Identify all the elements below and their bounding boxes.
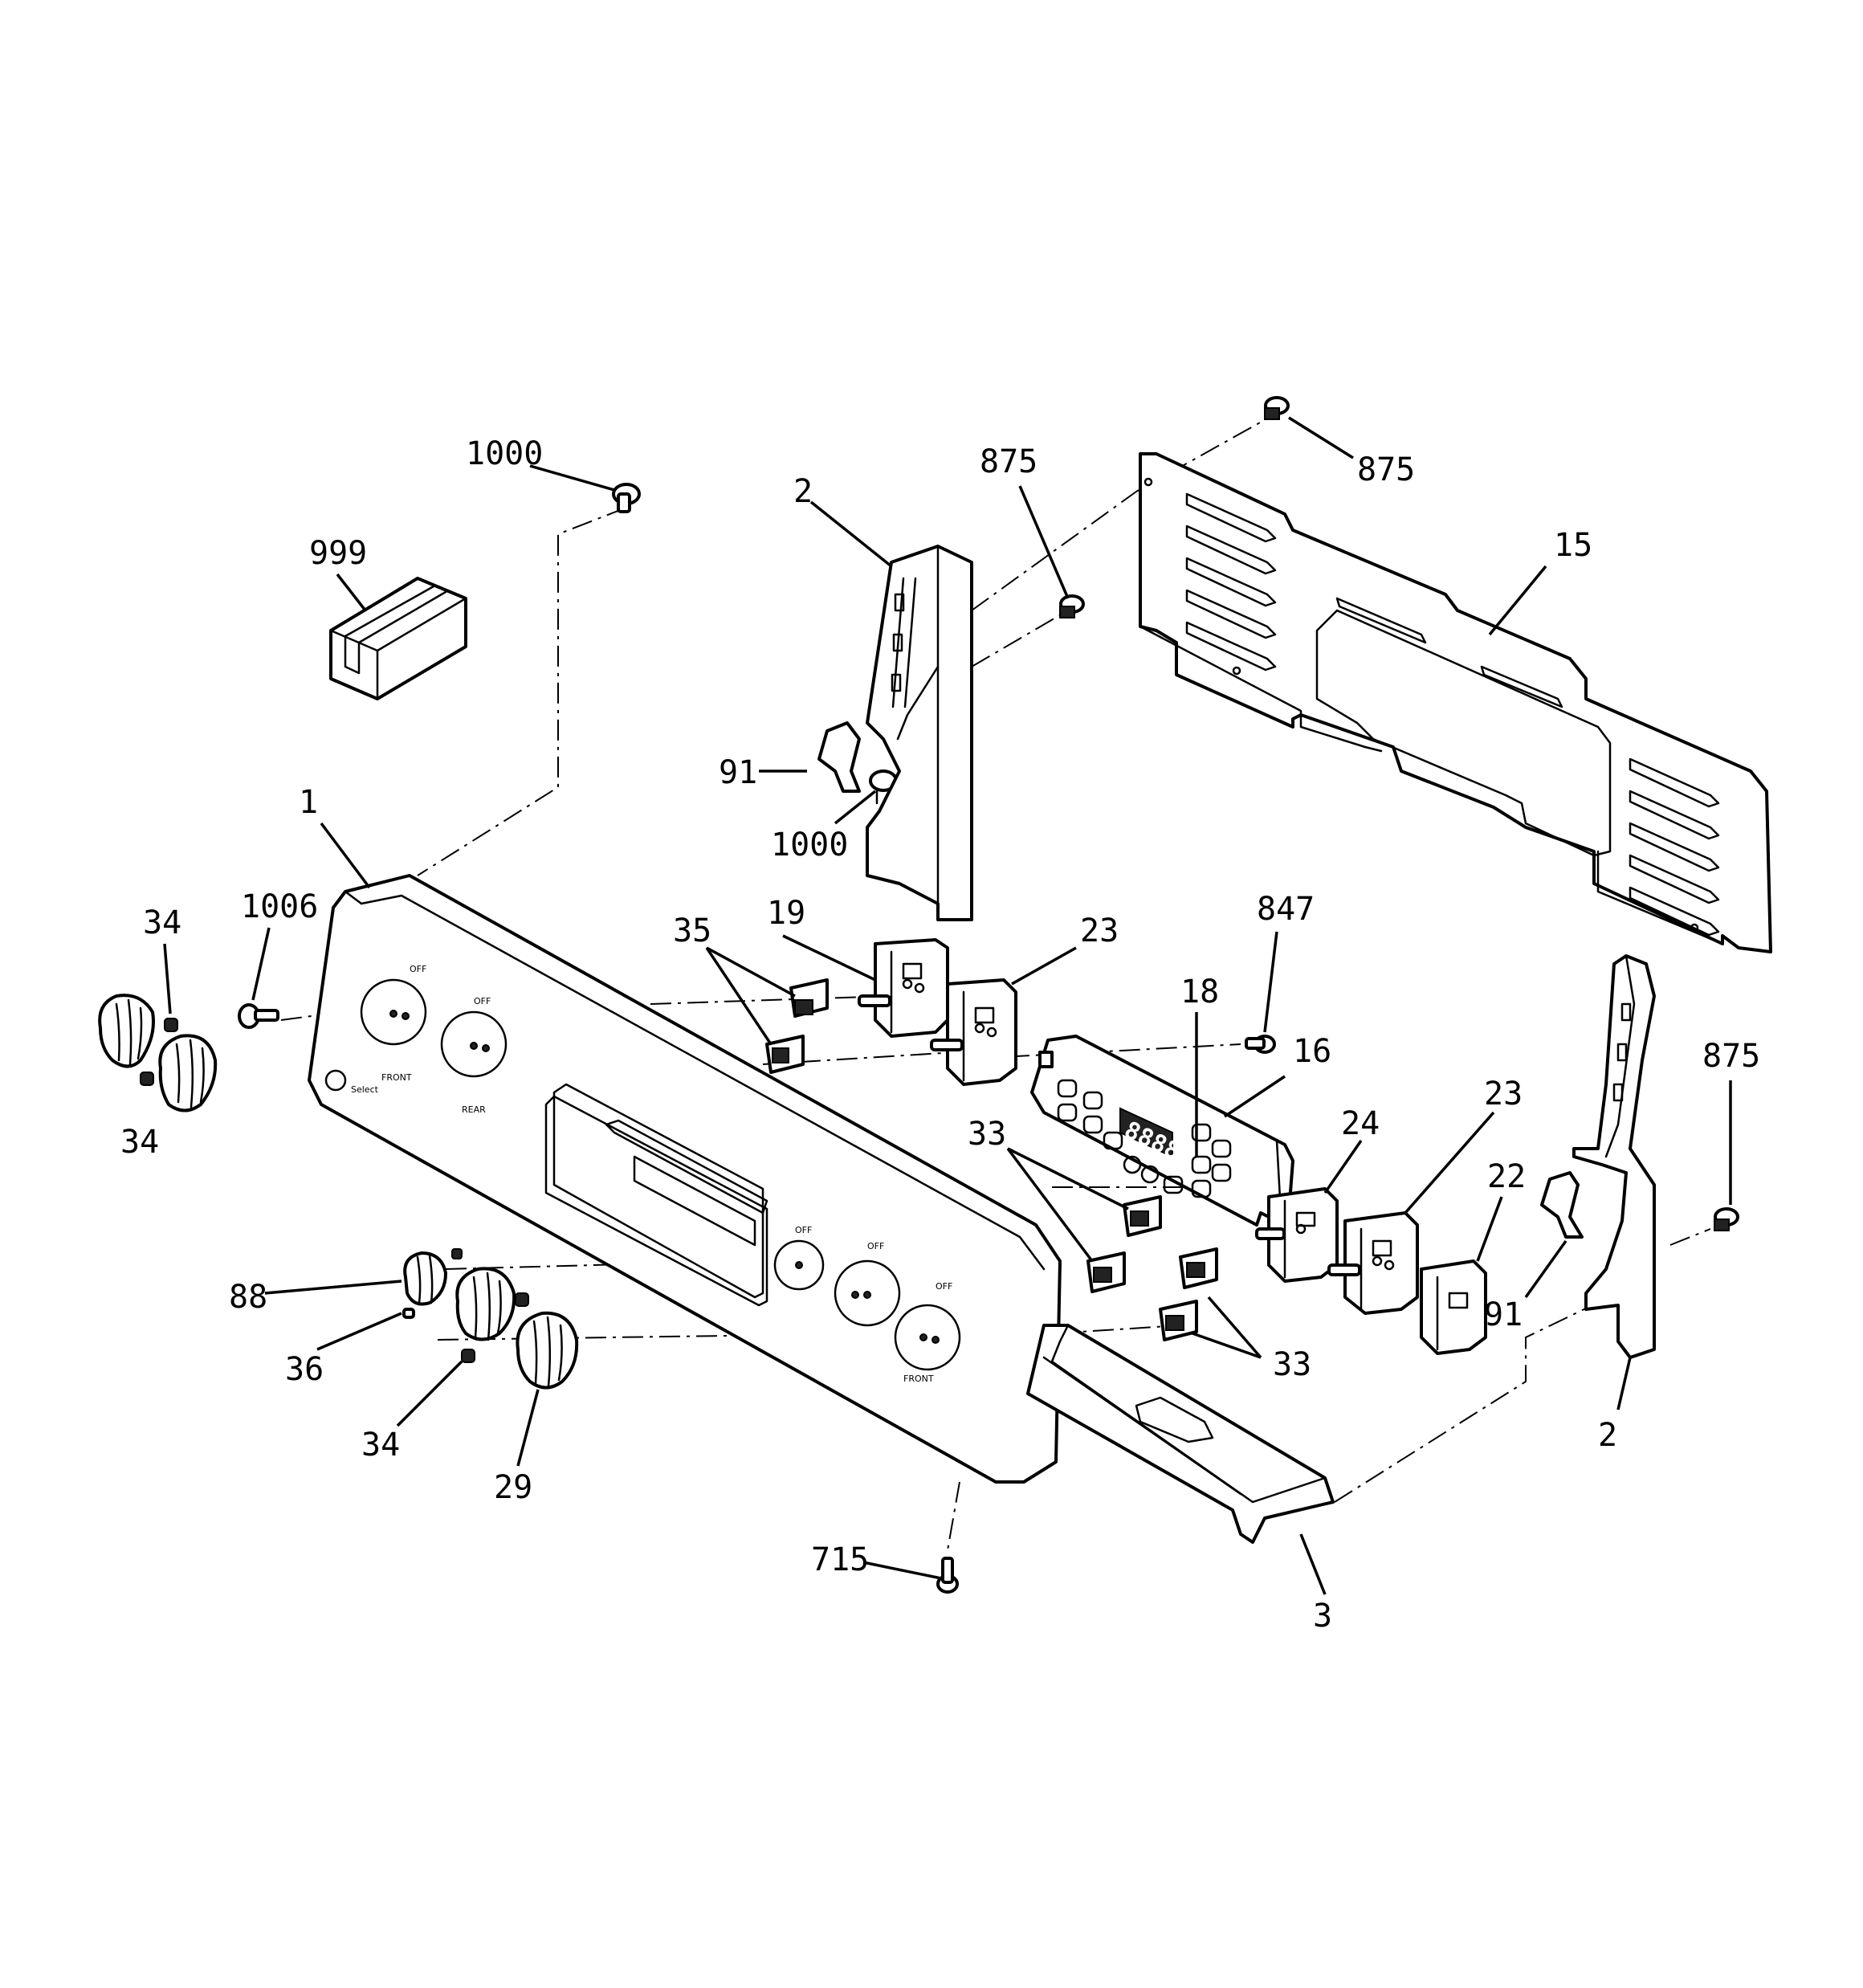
callout-875-a: 875 — [980, 443, 1037, 480]
dial-markings-right: OFF OFF OFF FRONT — [773, 1225, 961, 1384]
svg-text:OFF: OFF — [795, 1225, 812, 1235]
switch-35-a — [789, 978, 829, 1018]
callout-875-b: 875 — [1357, 451, 1415, 488]
knob-29 — [516, 1311, 579, 1390]
knob-insert-34-d — [461, 1349, 475, 1363]
back-panel-15 — [1139, 452, 1772, 953]
knob-34-lower-center — [455, 1267, 516, 1341]
switch-22 — [1420, 1259, 1487, 1355]
callout-36: 36 — [285, 1351, 324, 1388]
switch-33-b — [1086, 1251, 1126, 1293]
accessory-box-999 — [329, 577, 467, 700]
callout-1000-top: 1000 — [466, 435, 543, 472]
callout-1000-side: 1000 — [771, 827, 848, 863]
svg-text:Select: Select — [351, 1084, 379, 1095]
callout-1006: 1006 — [241, 888, 318, 925]
callout-91-left: 91 — [719, 754, 757, 791]
callout-2-top: 2 — [793, 473, 813, 510]
callout-3: 3 — [1313, 1598, 1332, 1635]
callout-22: 22 — [1487, 1158, 1526, 1195]
screw-875-a — [1059, 594, 1085, 618]
end-cap-2-left — [866, 545, 973, 921]
callout-34-lower-left: 34 — [120, 1124, 159, 1161]
callout-875-c: 875 — [1702, 1038, 1760, 1075]
svg-text:FRONT: FRONT — [903, 1374, 934, 1384]
svg-text:FRONT: FRONT — [381, 1072, 412, 1083]
knob-34-upper-left — [98, 994, 155, 1068]
bracket-91-left — [817, 721, 861, 793]
svg-text:OFF: OFF — [474, 996, 491, 1006]
switch-24 — [1255, 1187, 1339, 1283]
end-cap-2-right — [1572, 954, 1656, 1359]
knob-insert-small — [451, 1248, 463, 1259]
screw-715 — [936, 1557, 959, 1594]
electronic-control-16: 8888 — [1030, 1035, 1294, 1227]
screw-1006 — [238, 1003, 279, 1029]
svg-text:OFF: OFF — [867, 1241, 884, 1251]
screw-36 — [402, 1308, 415, 1319]
infinite-switch-19 — [858, 938, 949, 1038]
callout-19: 19 — [767, 895, 805, 932]
callout-34-lower-center: 34 — [361, 1427, 400, 1463]
callout-labels: 1000 999 2 875 875 15 91 1000 1 1006 34 … — [120, 435, 1760, 1635]
screw-875-c — [1714, 1207, 1739, 1231]
switch-33-c — [1179, 1247, 1218, 1289]
knob-insert-34-a — [164, 1018, 178, 1032]
callout-35: 35 — [673, 912, 711, 949]
callout-715: 715 — [811, 1541, 869, 1578]
callout-29: 29 — [494, 1469, 532, 1506]
dial-markings-left: OFF OFF FRONT REAR — [360, 964, 508, 1115]
screw-1000-side — [869, 769, 898, 805]
infinite-switch-23-upper — [930, 978, 1017, 1086]
bracket-91-right — [1540, 1171, 1584, 1239]
screw-1000-top — [612, 483, 641, 513]
switch-33-d — [1159, 1300, 1198, 1341]
knob-34-lower-left — [158, 1034, 218, 1112]
callout-33-lower: 33 — [1273, 1346, 1311, 1383]
callout-23-lower: 23 — [1484, 1076, 1523, 1112]
callout-24: 24 — [1341, 1105, 1380, 1142]
callout-2-bottom: 2 — [1598, 1417, 1617, 1454]
trim-3 — [1026, 1324, 1335, 1544]
callout-33-upper: 33 — [968, 1116, 1006, 1153]
control-panel-1: Select OFF OFF FRONT REAR OFF OFF O — [308, 874, 1062, 1484]
callout-34-upper: 34 — [143, 904, 181, 941]
callout-999: 999 — [309, 535, 367, 572]
knob-insert-34-b — [140, 1072, 154, 1086]
callout-1: 1 — [299, 784, 318, 821]
callout-91-right: 91 — [1484, 1296, 1523, 1333]
svg-text:OFF: OFF — [410, 964, 426, 974]
knob-insert-34-c — [515, 1292, 529, 1307]
screw-847 — [1245, 1035, 1276, 1054]
screw-875-b — [1264, 396, 1290, 420]
callout-88: 88 — [229, 1279, 267, 1316]
knob-88 — [403, 1251, 447, 1306]
switch-35-b — [765, 1035, 805, 1074]
callout-18: 18 — [1180, 974, 1219, 1010]
callout-16: 16 — [1293, 1033, 1331, 1070]
callout-847: 847 — [1257, 891, 1315, 928]
svg-text:OFF: OFF — [936, 1281, 952, 1292]
leader-lines — [163, 416, 1732, 1595]
callout-15: 15 — [1554, 527, 1592, 564]
infinite-switch-23-lower — [1327, 1211, 1419, 1315]
svg-text:REAR: REAR — [462, 1104, 486, 1115]
callout-23-upper: 23 — [1080, 912, 1119, 949]
switch-33-a — [1123, 1195, 1162, 1237]
